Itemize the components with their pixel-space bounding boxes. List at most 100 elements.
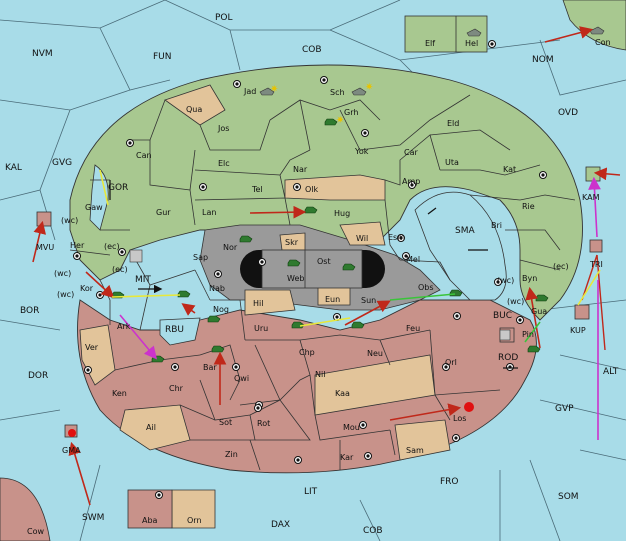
province-ail[interactable] — [119, 404, 191, 451]
province-label: Feu — [406, 324, 420, 333]
province-label: Kat — [503, 165, 516, 174]
island-tri[interactable] — [589, 239, 603, 253]
coast-tag: (ec) — [112, 265, 128, 274]
province-label: Nar — [293, 165, 308, 174]
province-wil[interactable] — [339, 221, 386, 246]
supply-center-icon — [364, 452, 372, 460]
fleet-icon — [499, 329, 511, 341]
supply-center-icon — [233, 80, 241, 88]
province-label: Mel — [406, 255, 420, 264]
support-line — [119, 314, 158, 360]
svg-text:✷: ✷ — [365, 82, 373, 93]
move-arrow — [68, 441, 91, 506]
coast-tags: (wc) (ec) (ec) (wc) (wc) (ec) (wc) (wc) — [54, 216, 569, 306]
province-label: Nab — [209, 284, 225, 293]
province-label: Kar — [340, 453, 354, 462]
province-hil[interactable] — [244, 289, 296, 316]
support-line — [389, 293, 456, 301]
province-label: Jos — [217, 124, 229, 133]
province-label: Wil — [356, 234, 368, 243]
province-label: Gaw — [85, 203, 103, 212]
supply-center-icon — [494, 278, 502, 286]
sea-label: SOM — [558, 492, 579, 502]
province-label: Eun — [325, 295, 340, 304]
island-kup[interactable] — [574, 304, 590, 320]
province-label: Olk — [305, 185, 319, 194]
move-arrow — [593, 167, 621, 181]
support-line — [581, 254, 598, 301]
province-label: Skr — [285, 238, 299, 247]
sea-rbu-lake — [159, 317, 201, 346]
sea-sma-lake — [414, 191, 507, 301]
move-arrow — [389, 403, 462, 421]
province-label: Ail — [146, 423, 156, 432]
island-labels: Elf Hel Con KAM MVU GMA TRI KUP Cow Aba … — [27, 38, 611, 536]
island-mvu[interactable] — [36, 211, 52, 227]
province-label: Orl — [445, 358, 457, 367]
province-label: Zin — [225, 450, 238, 459]
province-sam[interactable] — [394, 419, 451, 461]
move-arrow — [525, 286, 541, 349]
province-label: Sap — [193, 253, 208, 262]
province-label: Gur — [156, 208, 171, 217]
sea-label: NOM — [532, 55, 554, 65]
province-label: Bar — [203, 363, 217, 372]
province-label: Sch — [330, 88, 345, 97]
province-label: Neu — [367, 349, 383, 358]
province-label: Nog — [213, 305, 229, 314]
province-label: Los — [453, 414, 466, 423]
army-icon — [351, 321, 365, 329]
province-aba[interactable] — [127, 489, 173, 529]
province-label: Chp — [299, 348, 315, 357]
province-label: Mou — [343, 423, 360, 432]
province-label: Hil — [253, 299, 263, 308]
sea-label: FUN — [153, 52, 172, 62]
sea-label: ALT — [603, 367, 619, 377]
move-arrow — [544, 26, 594, 43]
province-label: Sot — [219, 418, 232, 427]
supply-center-icon — [516, 316, 524, 324]
province-label: Kaa — [335, 389, 350, 398]
supply-center-icon — [320, 76, 328, 84]
island-label: Hel — [465, 39, 478, 48]
sea-labels: POL NVM FUN COB NOM KAL GVG OVD GOR SMA … — [5, 13, 619, 536]
province-qua[interactable] — [164, 84, 226, 126]
supply-center-icon — [293, 183, 301, 191]
province-label: Can — [136, 151, 152, 160]
province-boundaries — [69, 94, 576, 471]
capital-region[interactable] — [240, 249, 385, 289]
province-label: Yok — [354, 147, 369, 156]
province-label: Sun — [361, 296, 376, 305]
island-label: Cow — [27, 527, 44, 536]
move-arrow — [181, 303, 196, 316]
coast-tag: (wc) — [57, 290, 74, 299]
province-label: Uru — [254, 324, 268, 333]
support-line — [524, 321, 541, 343]
units[interactable] — [111, 26, 605, 363]
province-label: Lan — [202, 208, 216, 217]
move-arrow — [344, 300, 391, 326]
coast-tag: (wc) — [54, 269, 71, 278]
sea-label: SWM — [82, 513, 104, 523]
sea-label: GVP — [555, 404, 574, 414]
sea-label: COB — [302, 45, 322, 55]
province-label: Gua — [531, 307, 547, 316]
fleet-icon — [259, 87, 275, 96]
province-label: Qwi — [234, 374, 249, 383]
province-labels: Jad Sch Qua Jos Grh Eld Can Yok Car Uta … — [70, 87, 547, 462]
coast-tag: (wc) — [507, 297, 524, 306]
supply-center-icon — [294, 456, 302, 464]
sea-label: POL — [215, 13, 233, 23]
army-icon — [527, 345, 541, 353]
sea-label: KAL — [5, 163, 22, 173]
conflict-markers: ✷ ✷ ✷ — [68, 82, 474, 437]
province-label: Ken — [112, 389, 127, 398]
supply-center-icon — [199, 183, 207, 191]
sea-gor-lake — [89, 164, 109, 231]
island-kam[interactable] — [585, 166, 601, 182]
army-icon — [342, 263, 356, 271]
province-label: Ost — [317, 257, 331, 266]
supply-center-icon — [214, 270, 222, 278]
army-icon — [287, 259, 301, 267]
